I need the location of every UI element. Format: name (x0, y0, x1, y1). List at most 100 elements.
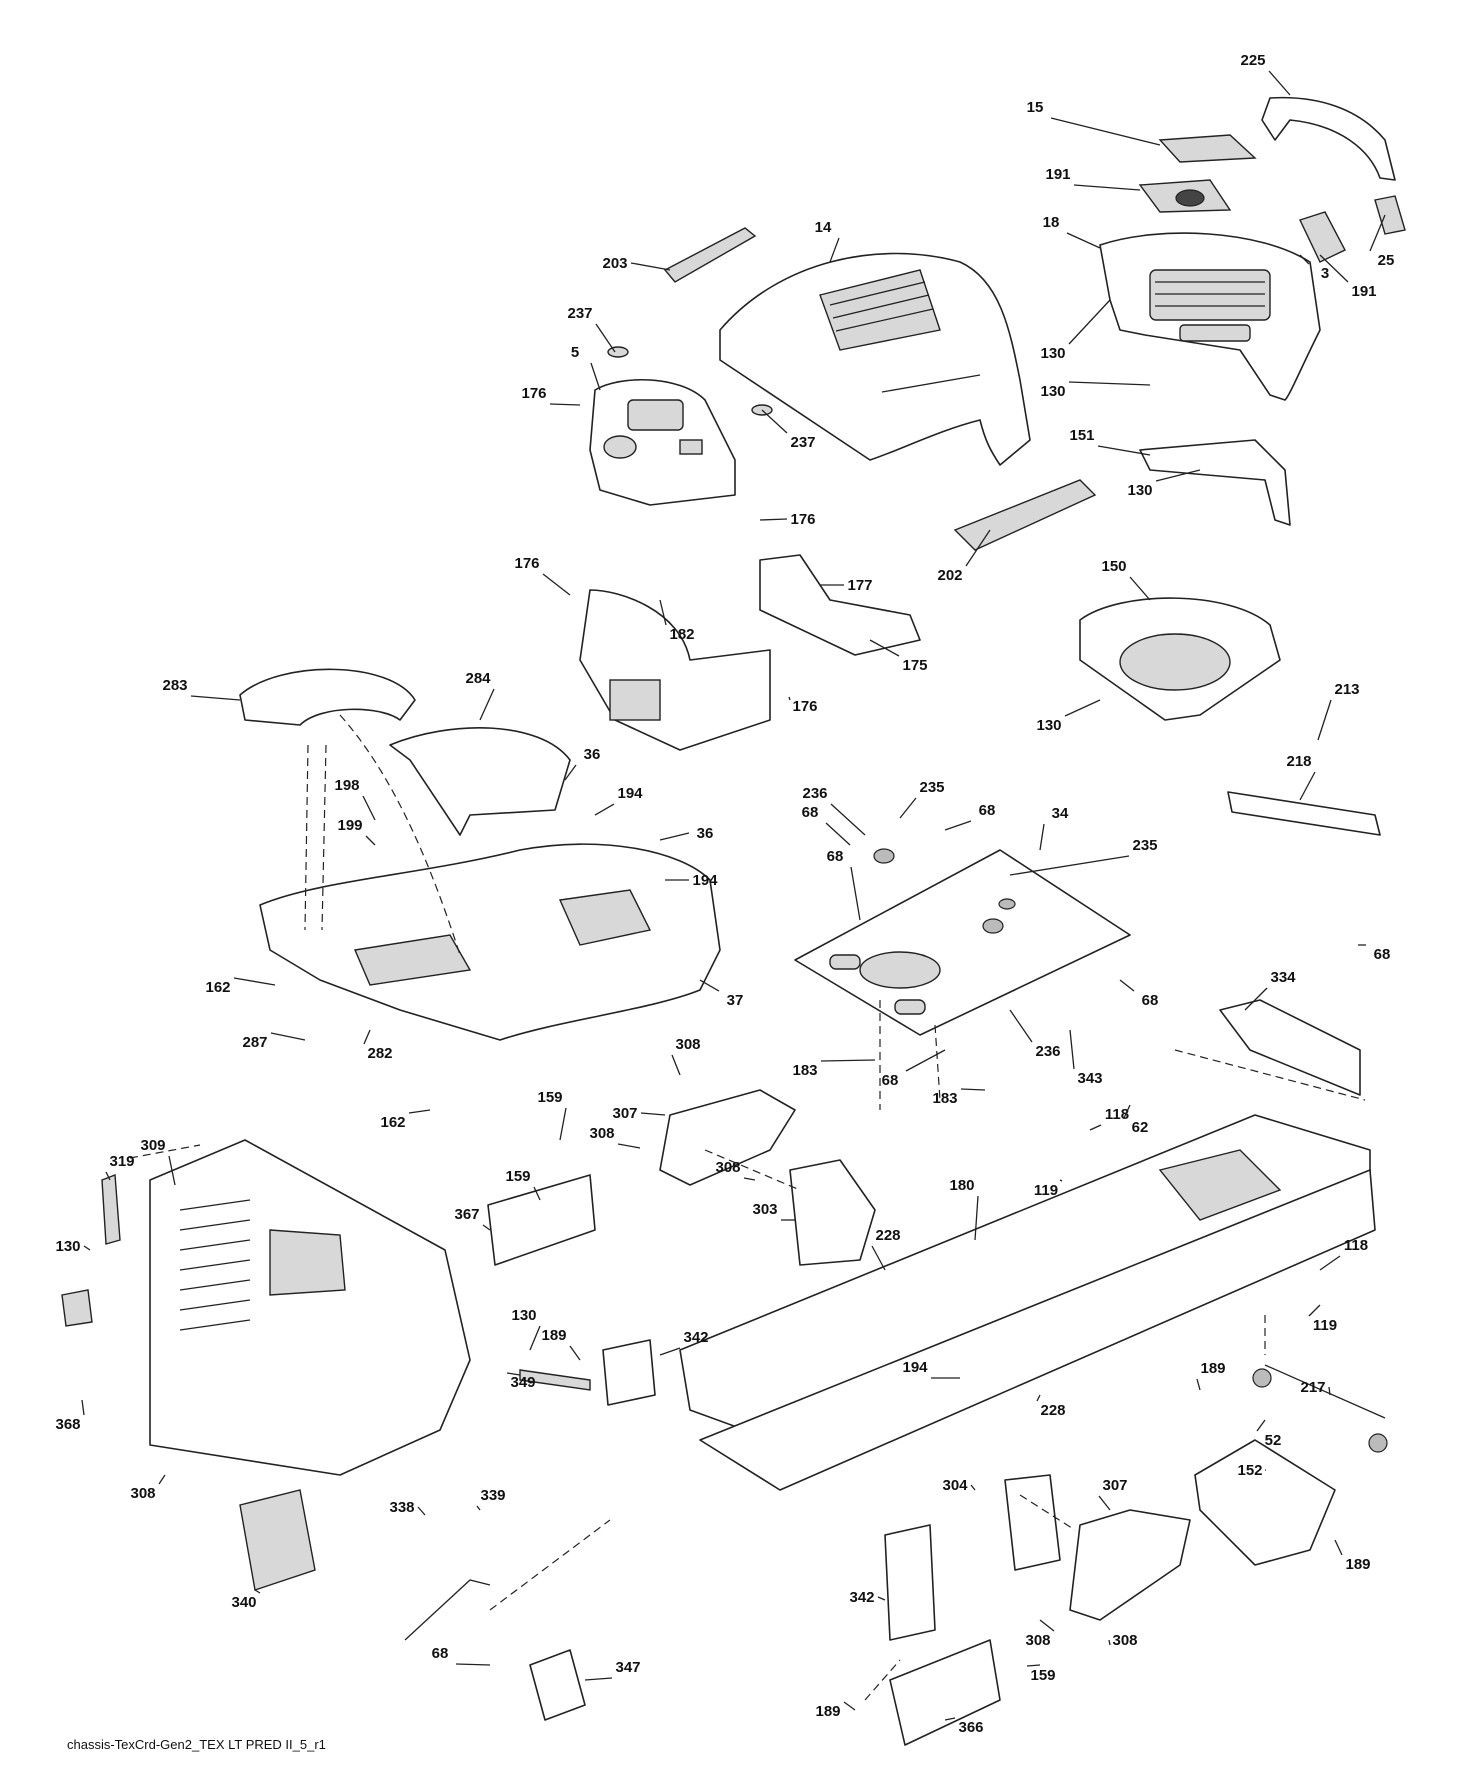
callout-308: 308 (130, 1485, 155, 1502)
callout-340: 340 (231, 1594, 256, 1611)
callout-5: 5 (571, 344, 579, 361)
leader-283 (190, 695, 241, 701)
callout-368: 368 (55, 1416, 80, 1433)
part-14-hood (719, 252, 1031, 466)
leader-225 (1268, 70, 1291, 96)
leader-235 (899, 797, 917, 819)
callout-36: 36 (584, 746, 601, 763)
leader-130 (1155, 469, 1201, 482)
callout-14: 14 (815, 219, 832, 236)
callout-342: 342 (683, 1329, 708, 1346)
part-203-vent (663, 227, 757, 283)
part-34-plate (794, 849, 1131, 1036)
callout-176: 176 (514, 555, 539, 572)
leader-159 (533, 1186, 541, 1201)
leader-36 (564, 764, 577, 781)
part-202-vent (953, 479, 1097, 551)
leader-176 (549, 403, 581, 406)
leader-182 (659, 599, 667, 626)
callout-191: 191 (1045, 166, 1070, 183)
callout-287: 287 (242, 1034, 267, 1051)
part-15-badge (1158, 134, 1257, 163)
callout-130: 130 (1036, 717, 1061, 734)
leader-202 (965, 529, 991, 567)
part-284-panel (389, 727, 571, 836)
leader-342 (877, 1596, 886, 1601)
leader-339 (476, 1505, 481, 1511)
callout-308: 308 (589, 1125, 614, 1142)
part-309-slots (179, 1199, 251, 1331)
leader-194 (594, 803, 615, 816)
leader-189 (569, 1345, 581, 1361)
leader-189 (843, 1701, 856, 1711)
part-237-plug (607, 346, 629, 358)
callout-303: 303 (752, 1201, 777, 1218)
leader-162 (408, 1109, 431, 1114)
callout-194: 194 (692, 872, 718, 889)
callout-52: 52 (1265, 1432, 1282, 1449)
callout-213: 213 (1334, 681, 1359, 698)
leader-183 (820, 1059, 876, 1062)
callout-309: 309 (140, 1137, 165, 1154)
callout-176: 176 (521, 385, 546, 402)
leader-18 (1066, 232, 1101, 249)
leader-340 (254, 1589, 261, 1594)
part-340-insert (239, 1489, 316, 1591)
part-225-trim (1261, 96, 1396, 181)
leader-191 (1073, 184, 1141, 191)
leader-14 (829, 237, 840, 263)
callout-176: 176 (790, 511, 815, 528)
callout-194: 194 (617, 785, 643, 802)
callout-339: 339 (480, 1487, 505, 1504)
callout-68: 68 (802, 804, 819, 821)
leader-237 (595, 323, 616, 353)
leader-217 (1328, 1386, 1331, 1396)
callout-236: 236 (802, 785, 827, 802)
callout-150: 150 (1101, 558, 1126, 575)
callout-119: 119 (1313, 1317, 1337, 1334)
callout-198: 198 (334, 777, 359, 794)
leader-159 (1026, 1664, 1041, 1667)
callout-189: 189 (815, 1703, 840, 1720)
leader-130 (1068, 381, 1151, 386)
callout-284: 284 (465, 670, 491, 687)
leader-68 (1119, 979, 1135, 992)
callout-308: 308 (715, 1159, 740, 1176)
callout-235: 235 (1132, 837, 1157, 854)
callout-235: 235 (919, 779, 944, 796)
leader-235 (1009, 855, 1130, 876)
leader-304 (970, 1484, 976, 1491)
callout-159: 159 (505, 1168, 530, 1185)
leader-191 (1319, 254, 1349, 283)
leader-308 (617, 1143, 641, 1149)
callout-130: 130 (1040, 383, 1065, 400)
leader-347 (584, 1677, 613, 1681)
part-304-bracket (1004, 1474, 1061, 1571)
callout-334: 334 (1270, 969, 1296, 986)
part-283-panel (239, 668, 416, 726)
part-307-lower-shield (1069, 1509, 1191, 1621)
callout-183: 183 (792, 1062, 817, 1079)
callout-191: 191 (1351, 283, 1376, 300)
callout-118: 118 (1344, 1237, 1368, 1254)
callout-189: 189 (1345, 1556, 1370, 1573)
leader-308 (743, 1177, 756, 1181)
leader-237 (761, 409, 788, 434)
leader-213 (1317, 699, 1332, 741)
callout-199: 199 (337, 817, 362, 834)
leader-342 (659, 1347, 681, 1356)
leader-180 (974, 1195, 979, 1241)
callout-177: 177 (847, 577, 872, 594)
leader-334 (1244, 987, 1268, 1011)
callout-282: 282 (367, 1045, 392, 1062)
part-37-body (259, 843, 721, 1041)
leader-308 (158, 1474, 166, 1485)
callout-36: 36 (697, 825, 714, 842)
callout-180: 180 (949, 1177, 974, 1194)
callout-162: 162 (380, 1114, 405, 1131)
part-339-rod (404, 1579, 491, 1641)
callout-68: 68 (432, 1645, 449, 1662)
callout-236: 236 (1035, 1043, 1060, 1060)
leader-176 (542, 573, 571, 596)
